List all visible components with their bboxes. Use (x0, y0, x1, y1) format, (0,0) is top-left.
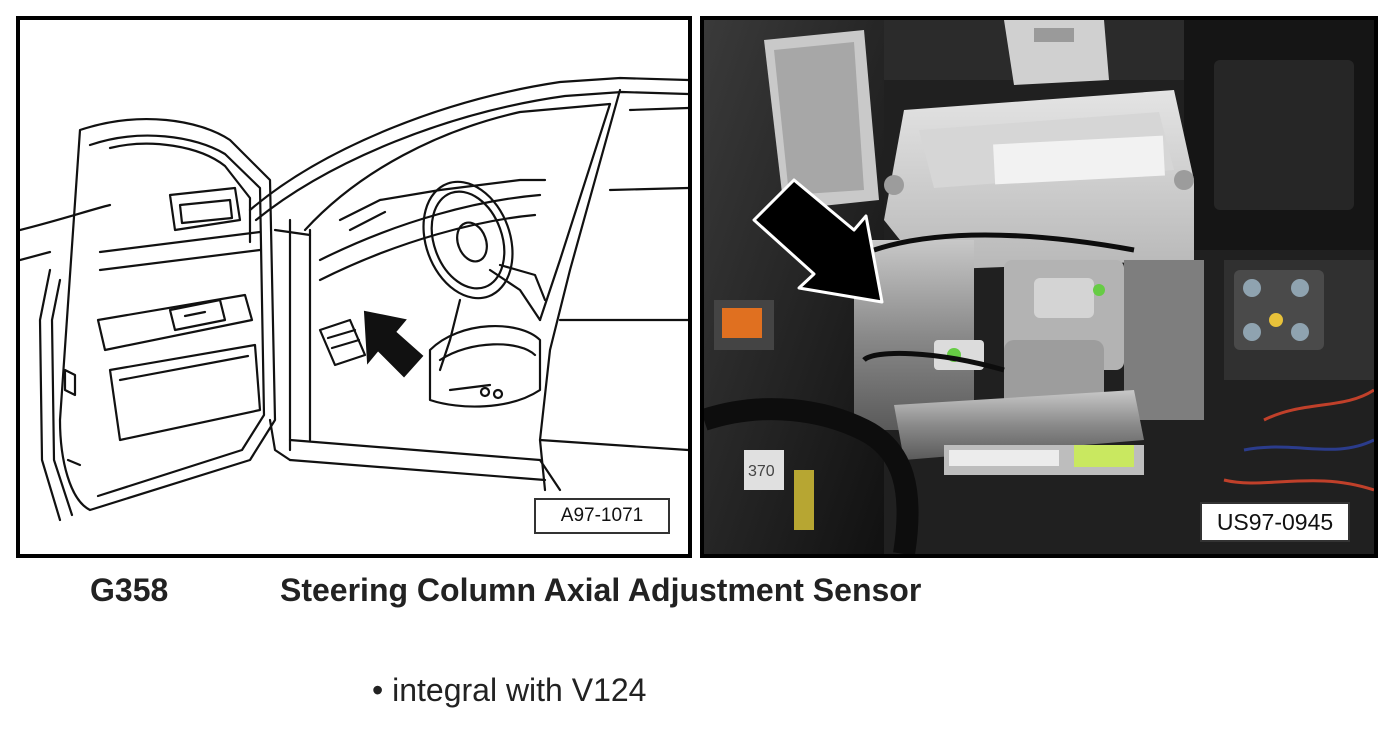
note-text: integral with V124 (392, 672, 647, 708)
steering-column-photo: 370 (704, 20, 1374, 554)
photo-panel: 370 US97-0945 (700, 16, 1378, 558)
component-code: G358 (90, 572, 169, 608)
part-label-370: 370 (748, 463, 775, 480)
note-item: • integral with V124 (372, 672, 646, 709)
component-title: Steering Column Axial Adjustment Sensor (280, 572, 922, 608)
pointer-arrow (752, 178, 884, 304)
line-drawing-panel: A97-1071 (16, 16, 692, 558)
bullet-icon: • (372, 672, 384, 708)
figure-code-label: US97-0945 (1200, 502, 1350, 542)
car-interior-line-drawing (20, 76, 688, 522)
figure-code-label: A97-1071 (534, 498, 670, 534)
pointer-arrow (363, 310, 424, 378)
